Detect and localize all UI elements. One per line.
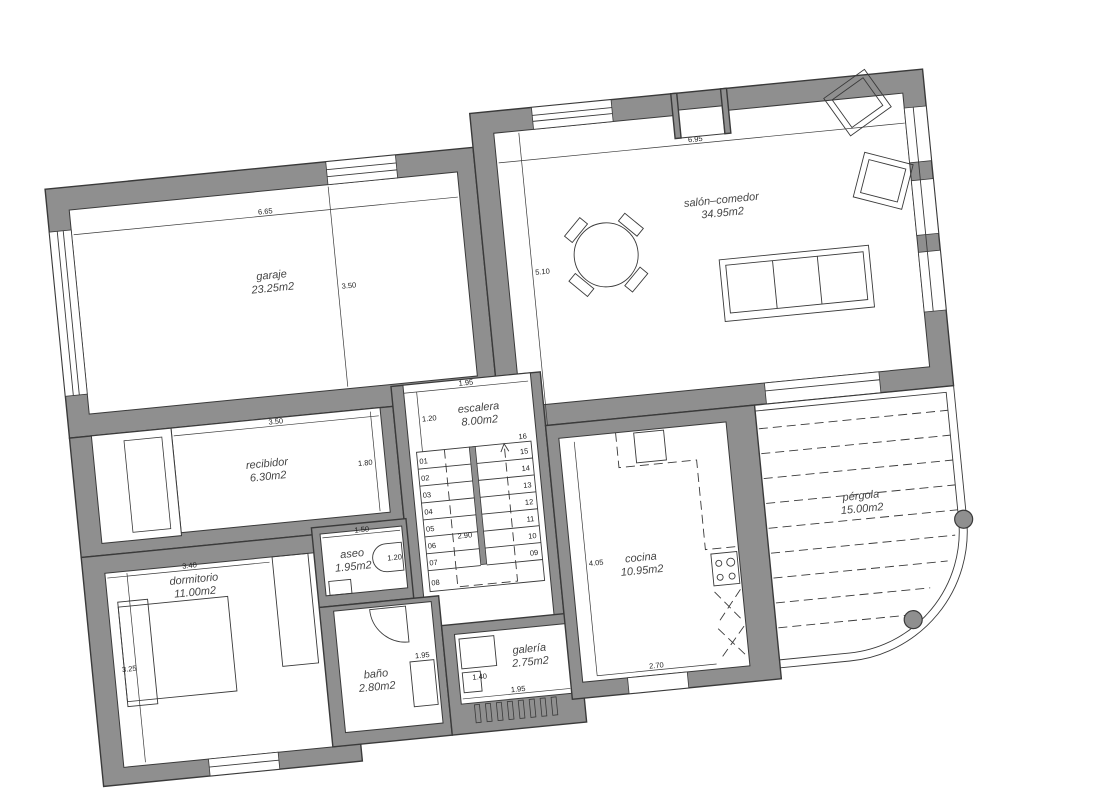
cocina-counter	[615, 432, 739, 551]
step-06: 06	[427, 541, 436, 551]
pergola-area-text: 15.00m2	[840, 501, 884, 517]
dormitorio-window	[208, 751, 281, 777]
bano-label: baño	[363, 667, 389, 681]
salon-floor	[493, 92, 931, 408]
step-05: 05	[426, 524, 435, 534]
stair-handrail	[468, 446, 488, 566]
salon-width-dim: 6.95	[688, 134, 703, 144]
dormitorio-area: 11.00m2	[174, 585, 217, 601]
step-08: 08	[431, 578, 440, 588]
step-13: 13	[523, 480, 532, 490]
aseo-depth-dim: 1.20	[387, 552, 402, 562]
cocina-width-dim: 2.70	[649, 660, 664, 670]
step-01: 01	[419, 456, 428, 466]
stair-up-arrow	[500, 442, 510, 453]
galeria-label: galería	[512, 642, 547, 657]
escalera-label: escalera	[457, 400, 500, 416]
garaje-depth-dim: 3.50	[341, 280, 356, 290]
step-16: 16	[518, 431, 527, 441]
entry-door	[123, 436, 172, 533]
wardrobe	[271, 552, 320, 667]
step-15: 15	[520, 446, 529, 456]
salon-window-right-3	[917, 249, 947, 313]
recibidor-width-dim: 3.50	[268, 416, 283, 426]
aseo-toilet	[328, 578, 353, 596]
step-14: 14	[521, 463, 530, 473]
step-04: 04	[424, 507, 433, 517]
cocina-sink	[633, 429, 667, 464]
galeria-depth-dim: 1.40	[472, 672, 487, 682]
sofa	[718, 244, 876, 323]
pergola-outline	[754, 385, 968, 669]
escalera-depth-dim: 1.20	[422, 413, 437, 423]
salon-window-top	[530, 99, 614, 130]
cocina-appliances	[714, 589, 748, 659]
stair-flight: 01 02 03 04 05 06 07 08 09 10 11 12 13 1…	[416, 431, 546, 593]
pergola-column-2	[903, 610, 923, 630]
armchair-2	[852, 151, 914, 210]
galeria-washer	[458, 635, 498, 670]
step-09: 09	[529, 548, 538, 558]
garaje-width-dim: 6.65	[258, 206, 273, 216]
bano-floor	[333, 601, 444, 734]
armchair-1	[823, 68, 892, 137]
escalera-width-dim: 1.95	[458, 377, 473, 387]
salon-depth-dim: 5.10	[535, 266, 550, 276]
cocina-room: 4.05 2.70 cocina 10.95m2	[544, 404, 783, 701]
aseo-label: aseo	[340, 547, 365, 561]
dormitorio-room: 3.40 3.25 dormitorio 11.00m2	[80, 531, 364, 788]
salon-window-right-1	[903, 105, 932, 164]
bano-bathtub	[409, 659, 439, 708]
salon-window-right-2	[910, 178, 940, 236]
pergola-area: pérgola 15.00m2	[754, 385, 974, 669]
dining-table	[563, 212, 649, 298]
pergola-column-1	[954, 509, 974, 529]
galeria-width-dim: 1.95	[510, 684, 525, 694]
aseo-area: 1.95m2	[335, 559, 373, 575]
galeria-sink	[461, 670, 483, 694]
step-07: 07	[429, 558, 438, 568]
bano-width-dim: 1.95	[415, 650, 430, 660]
cocina-hob	[710, 551, 741, 587]
bano-door-swing	[369, 605, 410, 643]
galeria-area: 2.75m2	[511, 654, 550, 670]
recibidor-label: recibidor	[245, 456, 289, 472]
floor-plan-rotated-group: 6.65 3.50 garaje 23.25m2	[44, 68, 974, 788]
step-02: 02	[421, 473, 430, 483]
dormitorio-depth-dim: 3.25	[122, 664, 137, 674]
aseo-washbasin	[372, 541, 405, 573]
aseo-room: 1.50 1.20 aseo 1.95m2	[310, 517, 415, 609]
bano-area: 2.80m2	[357, 679, 396, 695]
salon-area: 34.95m2	[701, 205, 745, 221]
salon-comedor-room: 6.95 5.10 salón–comedor 34.95m2	[468, 68, 955, 432]
garaje-label: garaje	[256, 268, 288, 283]
bano-room: 1.95 baño 2.80m2	[318, 595, 454, 748]
step-11: 11	[526, 514, 535, 524]
garaje-room: 6.65 3.50 garaje 23.25m2	[44, 146, 499, 439]
cocina-window	[627, 671, 690, 695]
step-10: 10	[528, 531, 537, 541]
step-12: 12	[524, 497, 533, 507]
dormitorio-floor	[104, 550, 349, 768]
garaje-window-top	[325, 154, 399, 186]
cocina-label: cocina	[624, 550, 657, 565]
aseo-width-dim: 1.50	[354, 524, 369, 534]
escalera-area: 8.00m2	[461, 413, 499, 429]
cocina-area: 10.95m2	[620, 563, 664, 579]
recibidor-area: 6.30m2	[249, 469, 287, 485]
dormitorio-label: dormitorio	[169, 571, 219, 588]
recibidor-depth-dim: 1.80	[358, 458, 373, 468]
galeria-louvres	[473, 696, 559, 724]
garaje-area: 23.25m2	[250, 280, 295, 296]
galeria-room: 1.95 1.40 galería 2.75m2	[440, 611, 588, 736]
cocina-depth-dim: 4.05	[588, 558, 603, 568]
step-03: 03	[422, 490, 431, 500]
dormitorio-width-dim: 3.40	[182, 560, 197, 570]
garaje-window-left	[48, 229, 88, 397]
pergola-label: pérgola	[841, 488, 880, 504]
stair-run-dim: 2.90	[457, 530, 472, 540]
